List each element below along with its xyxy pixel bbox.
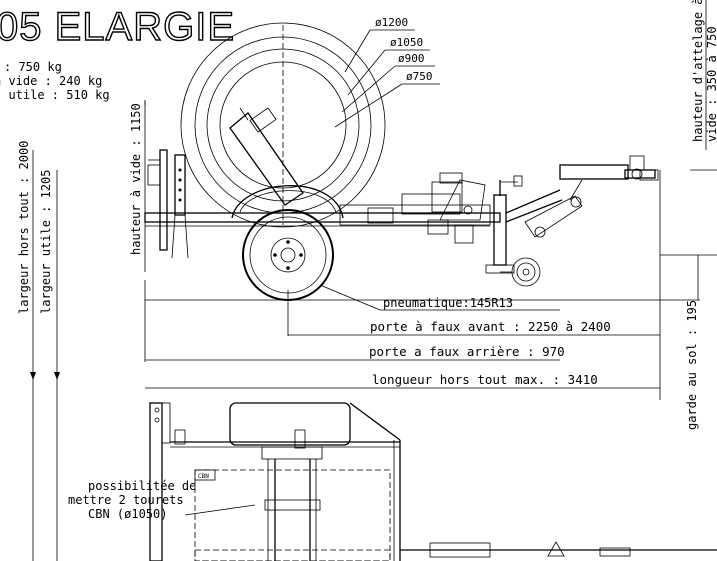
weight-empty: à vide : 240 kg <box>0 74 102 88</box>
dim-hauteur-attelage: hauteur d'attelage à <box>691 0 705 142</box>
cbn-small-label: CBN <box>198 473 209 480</box>
dim-porte-faux-arriere: porte a faux arrière : 970 <box>369 344 565 359</box>
dim-garde-sol: garde au sol : 195 <box>685 300 699 430</box>
diameter-label-900: ø900 <box>398 52 425 65</box>
top-view-trailer <box>149 402 717 561</box>
dim-pneumatique: pneumatique:145R13 <box>383 296 513 310</box>
dim-longueur-hors-tout: longueur hors tout max. : 3410 <box>372 372 598 387</box>
note-leader <box>184 504 256 516</box>
reel-circles <box>180 22 386 228</box>
dim-largeur-hors-tout: largeur hors tout : 2000 <box>17 141 31 314</box>
dim-hauteur-vide: hauteur à vide : 1150 <box>129 103 143 255</box>
dim-hauteur-attelage-range: vide : 350 à 750 <box>705 26 717 142</box>
weight-total: : 750 kg <box>4 60 62 74</box>
side-view-trailer <box>144 107 659 301</box>
drawing-title: 05 ELARGIE <box>0 5 235 49</box>
note-line-3: CBN (ø1050) <box>88 507 167 521</box>
diameter-leaders <box>334 29 440 128</box>
diameter-label-1200: ø1200 <box>375 16 408 29</box>
dim-largeur-utile: largeur utile : 1205 <box>39 170 53 315</box>
diameter-label-1050: ø1050 <box>390 36 423 49</box>
weight-payload: - utile : 510 kg <box>0 88 110 102</box>
diameter-label-750: ø750 <box>406 70 433 83</box>
note-line-2: mettre 2 tourets <box>68 493 184 507</box>
dim-porte-faux-avant: porte à faux avant : 2250 à 2400 <box>370 319 611 334</box>
note-line-1: possibilitée de <box>88 479 196 493</box>
dimension-lines <box>30 0 717 561</box>
